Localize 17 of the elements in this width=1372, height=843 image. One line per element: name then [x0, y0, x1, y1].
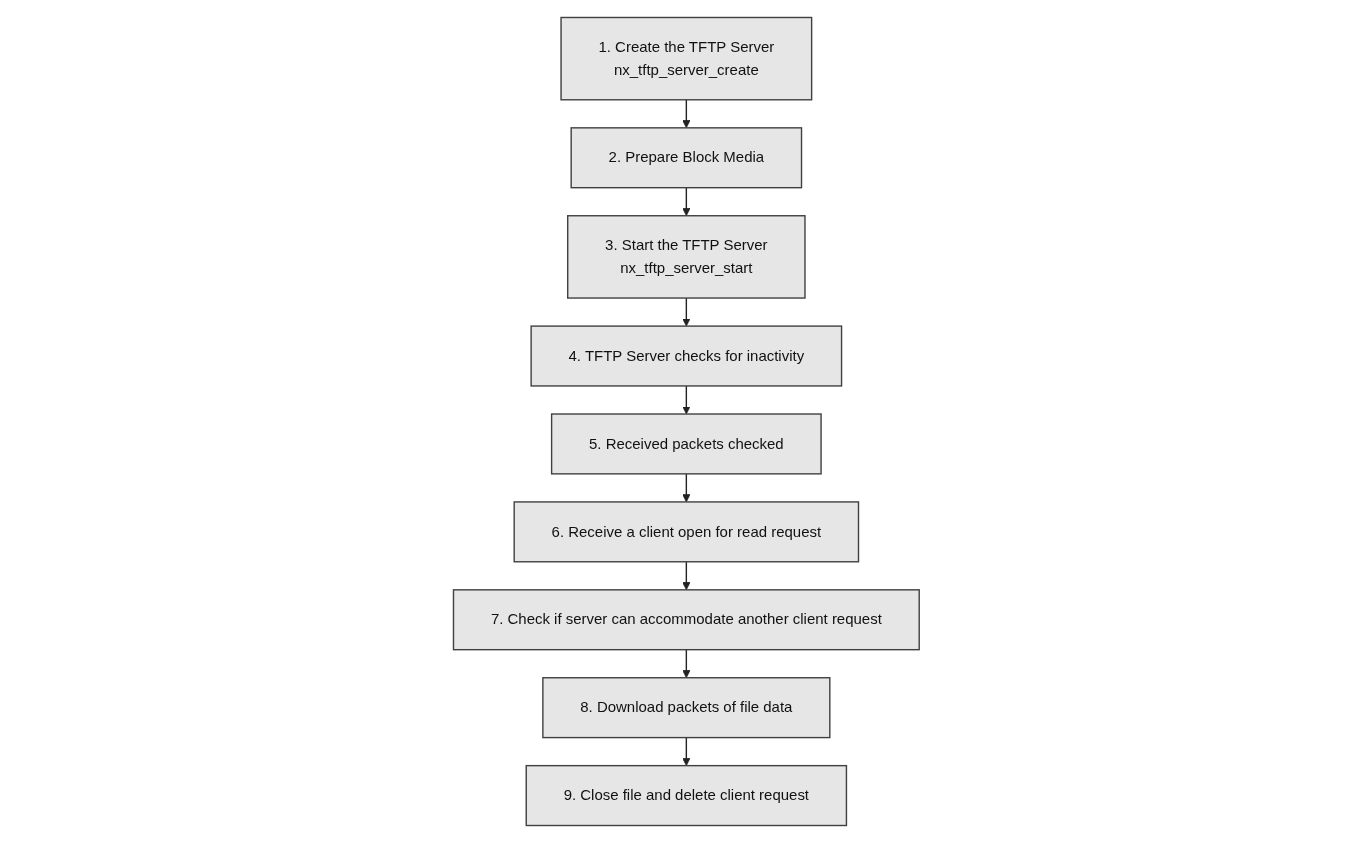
arrow — [681, 187, 691, 217]
arrow — [681, 736, 691, 766]
arrow — [681, 561, 691, 591]
node-box: 8. Download packets of file data — [541, 677, 831, 739]
node-box: 1. Create the TFTP Server nx_tftp_server_create — [560, 16, 812, 101]
node-box: 5. Received packets checked — [550, 413, 822, 475]
arrow — [681, 99, 691, 129]
node-box: 4. TFTP Server checks for inactivity — [530, 325, 842, 387]
arrow — [681, 473, 691, 503]
node-box: 3. Start the TFTP Server nx_tftp_server_start — [566, 215, 806, 299]
arrow — [681, 648, 691, 679]
node-box: 6. Receive a client open for read request — [513, 501, 859, 563]
arrow — [681, 385, 691, 415]
arrow — [681, 297, 691, 327]
node-box: 2. Prepare Block Media — [570, 127, 802, 189]
node-box: 7. Check if server can accommodate another client request — [452, 589, 920, 651]
node-box: 9. Close file and delete client request — [525, 764, 847, 827]
